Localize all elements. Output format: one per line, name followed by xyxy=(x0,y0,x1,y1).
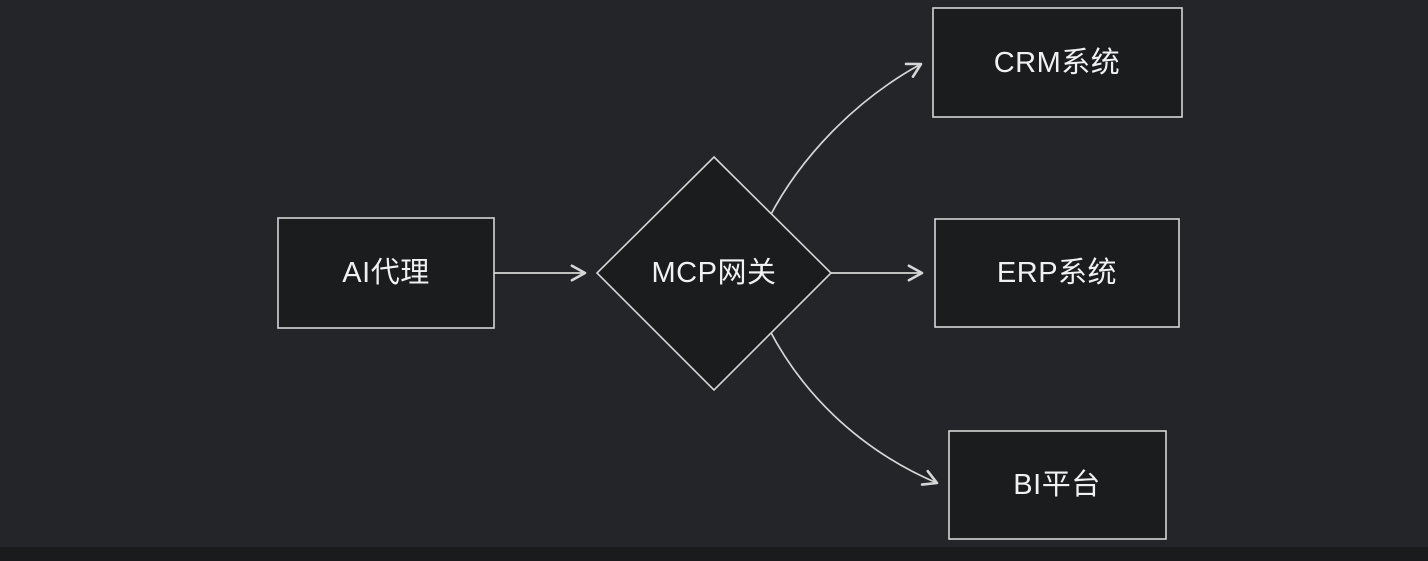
canvas-bottom-edge xyxy=(0,547,1428,561)
erp-node: ERP系统 xyxy=(934,218,1180,328)
erp-label: ERP系统 xyxy=(997,256,1117,289)
bi-label: BI平台 xyxy=(1013,468,1100,501)
crm-box xyxy=(932,7,1183,118)
bi-box xyxy=(948,430,1167,540)
connector-group xyxy=(494,62,939,486)
ai-agent-label: AI代理 xyxy=(342,257,429,289)
mcp-gateway-node: MCP网关 xyxy=(595,155,833,392)
mcp-gateway-label: MCP网关 xyxy=(652,256,777,289)
erp-box xyxy=(934,218,1180,328)
arrow-mcp-gateway-to-crm xyxy=(768,62,923,219)
crm-node: CRM系统 xyxy=(932,7,1183,118)
mcp-gateway-diamond xyxy=(595,155,833,392)
crm-label: CRM系统 xyxy=(994,46,1121,79)
ai-agent-box xyxy=(277,217,495,329)
ai-agent-node: AI代理 xyxy=(277,217,495,329)
arrow-mcp-gateway-to-bi xyxy=(768,328,939,486)
bi-node: BI平台 xyxy=(948,430,1167,540)
